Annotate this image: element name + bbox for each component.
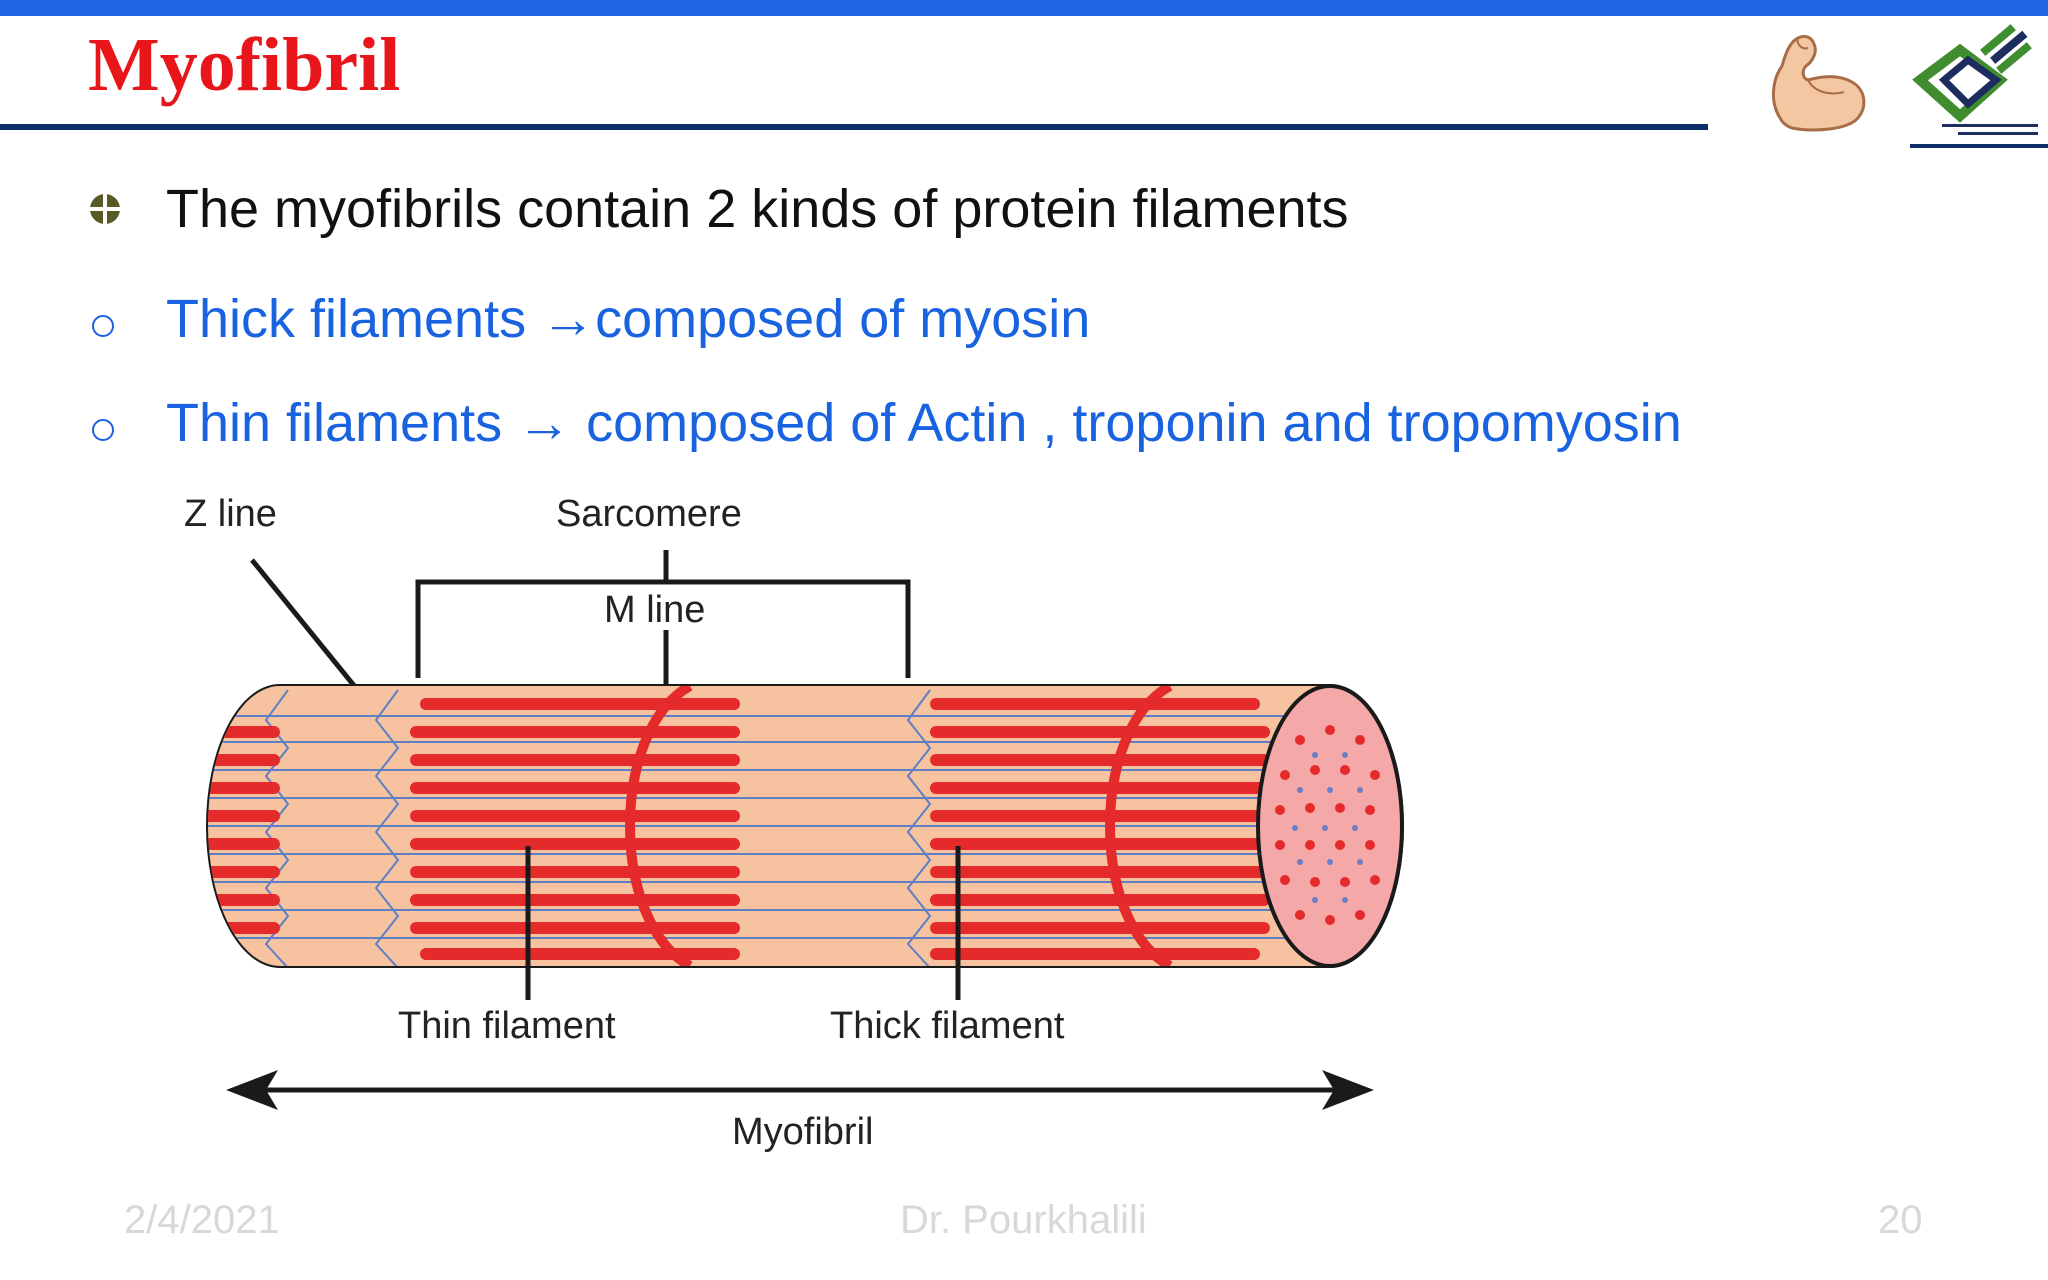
bullet-main-text: The myofibrils contain 2 kinds of protei… xyxy=(166,179,1349,239)
circle-bullet-icon xyxy=(92,419,114,441)
myofibril-cylinder xyxy=(206,684,1404,968)
title-underline xyxy=(0,124,1708,130)
top-accent-bar xyxy=(0,0,2048,16)
university-logo-icon xyxy=(1912,24,2038,135)
bullet-thick-text: Thick filaments →composed of myosin xyxy=(166,289,1091,349)
thick-filament-label: Thick filament xyxy=(830,1005,1065,1047)
logo-underline xyxy=(1910,144,2048,148)
thin-filament-label: Thin filament xyxy=(398,1005,616,1047)
bullet-main: The myofibrils contain 2 kinds of protei… xyxy=(88,178,1349,240)
bullet-thin-filaments: Thin filaments → composed of Actin , tro… xyxy=(88,392,1682,454)
footer-author: Dr. Pourkhalili xyxy=(900,1198,1147,1242)
myofibril-label: Myofibril xyxy=(732,1111,873,1153)
circle-bullet-icon xyxy=(92,315,114,337)
footer-page-number: 20 xyxy=(1878,1198,1923,1242)
flexed-arm-logo-icon xyxy=(1772,34,1866,132)
z-line-label: Z line xyxy=(184,493,277,535)
sarcomere-bracket xyxy=(415,550,911,678)
m-line-label: M line xyxy=(604,589,705,631)
bullet-thick-filaments: Thick filaments →composed of myosin xyxy=(88,288,1090,350)
slide-title: Myofibril xyxy=(88,23,401,107)
footer-date: 2/4/2021 xyxy=(124,1198,280,1242)
cross-section-end xyxy=(1256,684,1404,968)
myofibril-diagram: Z line Sarcomere M line xyxy=(184,493,1404,1153)
myofibril-length-arrow xyxy=(226,1070,1374,1110)
bullet-thin-text: Thin filaments → composed of Actin , tro… xyxy=(166,393,1682,453)
cross-section-dots xyxy=(1275,725,1380,925)
crosshair-bullet-icon xyxy=(90,194,120,224)
sarcomere-label: Sarcomere xyxy=(556,493,742,535)
